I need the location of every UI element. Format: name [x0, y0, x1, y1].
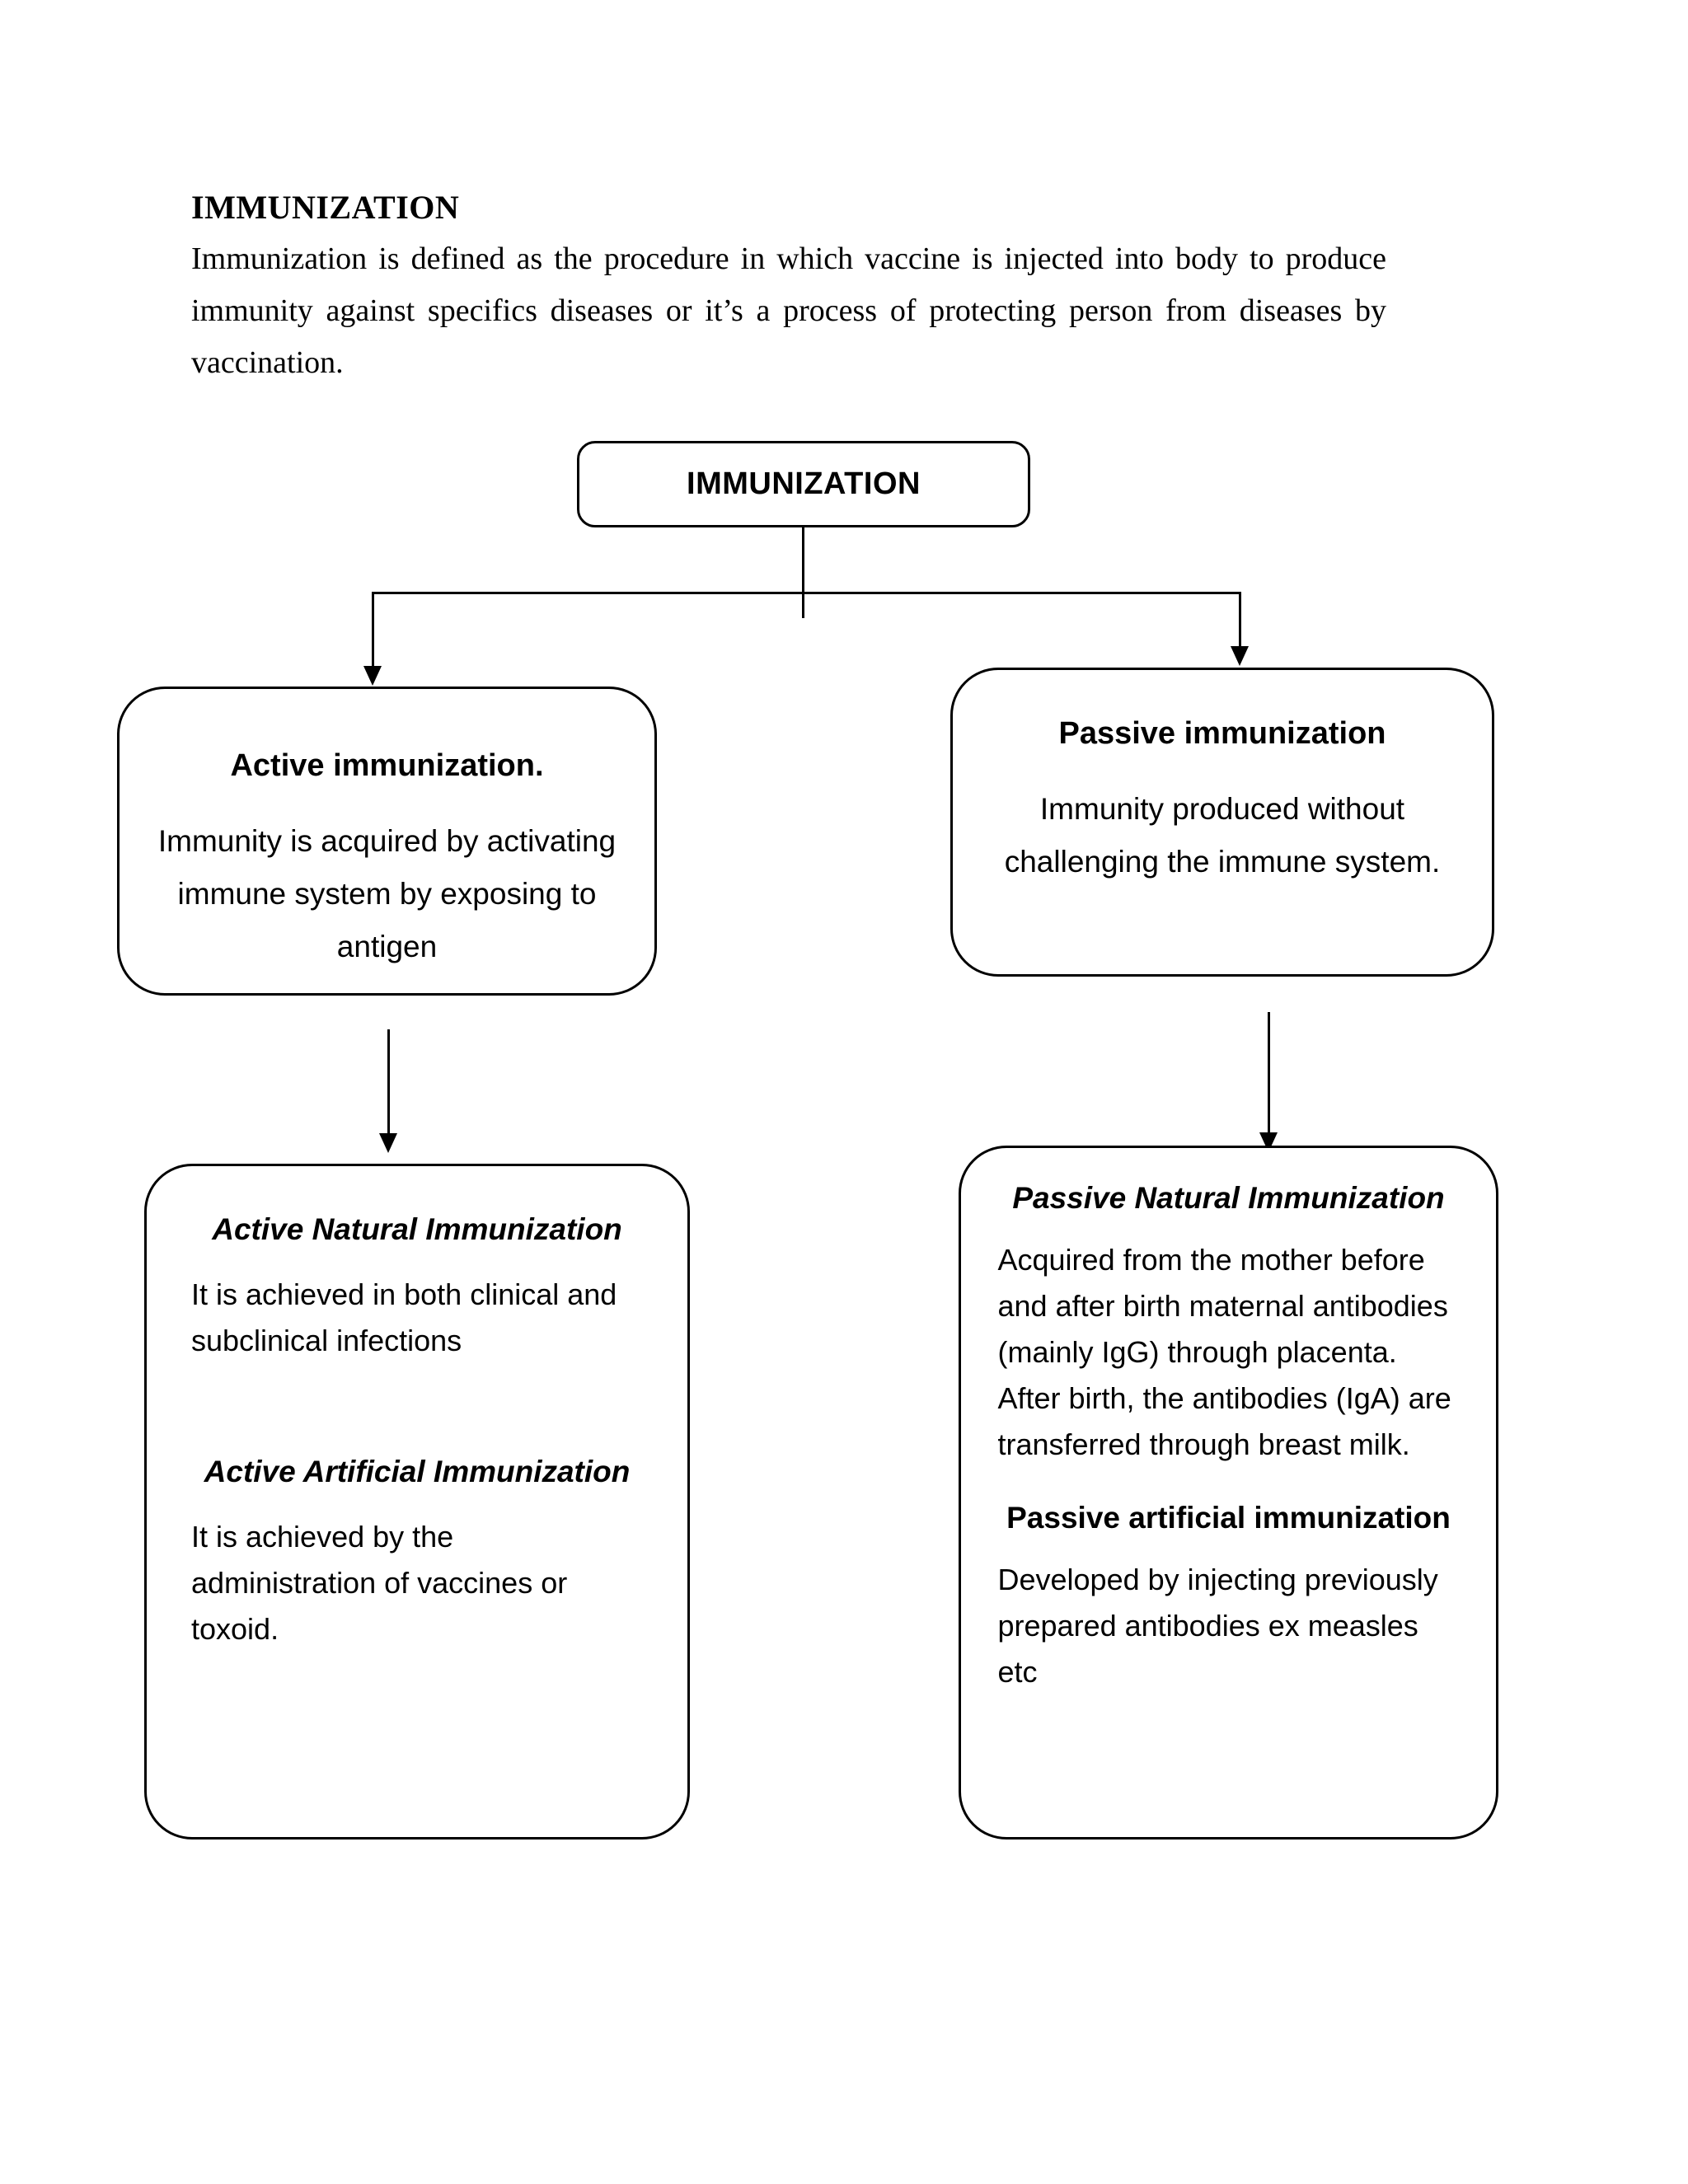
connector-root-bar: [372, 592, 1241, 594]
node-immunization-root[interactable]: IMMUNIZATION: [577, 441, 1030, 527]
connector-root-stem: [802, 527, 804, 618]
node-active-subtypes[interactable]: Active Natural Immunization It is achiev…: [144, 1164, 690, 1840]
node-passive-artificial-body: Developed by injecting previously prepar…: [997, 1563, 1438, 1689]
node-active-immunization[interactable]: Active immunization. Immunity is acquire…: [117, 687, 657, 996]
connector-passive-to-sub: [1268, 1012, 1270, 1134]
page-title: IMMUNIZATION: [191, 189, 460, 226]
node-passive-artificial-title: Passive artificial immunization: [1006, 1501, 1451, 1535]
node-active-natural-body: It is achieved in both clinical and subc…: [191, 1277, 617, 1357]
arrow-head-active-sub: [379, 1133, 397, 1153]
connector-root-left-drop: [372, 592, 374, 668]
node-passive-subtypes[interactable]: Passive Natural Immunization Acquired fr…: [959, 1146, 1498, 1840]
node-active-natural-title: Active Natural Immunization: [212, 1212, 622, 1246]
node-passive-title: Passive immunization: [1058, 716, 1386, 751]
node-active-artificial-body: It is achieved by the administration of …: [191, 1520, 568, 1646]
arrow-head-active: [363, 666, 382, 686]
connector-active-to-sub: [387, 1029, 390, 1135]
intro-paragraph: Immunization is defined as the procedure…: [191, 241, 1386, 380]
node-root-label: IMMUNIZATION: [687, 466, 921, 501]
node-passive-body: Immunity produced without challenging th…: [1004, 792, 1441, 879]
node-passive-natural-title: Passive Natural Immunization: [1012, 1181, 1445, 1215]
node-active-title: Active immunization.: [230, 748, 544, 783]
connector-root-right-drop: [1239, 592, 1241, 648]
node-passive-immunization[interactable]: Passive immunization Immunity produced w…: [950, 668, 1494, 977]
node-active-body: Immunity is acquired by activating immun…: [157, 824, 617, 963]
node-passive-natural-body: Acquired from the mother before and afte…: [997, 1243, 1451, 1461]
node-active-artificial-title: Active Artificial Immunization: [204, 1455, 631, 1488]
arrow-head-passive: [1231, 646, 1249, 666]
